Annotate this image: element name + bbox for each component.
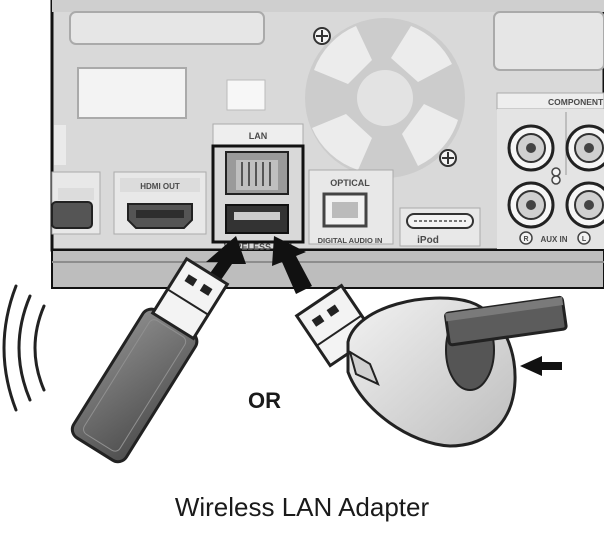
component-aux-jacks: COMPONENT R AUX IN L bbox=[496, 92, 604, 249]
slide-in-arrow bbox=[520, 356, 562, 376]
aux-in-label: AUX IN bbox=[540, 235, 567, 244]
diagram-caption: Wireless LAN Adapter bbox=[174, 492, 430, 522]
aux-l-marker bbox=[577, 231, 591, 245]
lan-port-group: LAN WIRELESS LAN bbox=[211, 123, 305, 252]
fan-screw-bottom bbox=[439, 149, 457, 167]
optical-port-group: OPTICAL DIGITAL AUDIO IN bbox=[308, 169, 394, 245]
wireless-signal-icon bbox=[2, 284, 46, 412]
cooling-fan bbox=[305, 18, 465, 178]
aux-l-label: L bbox=[582, 236, 587, 243]
insert-arrow-right bbox=[272, 236, 312, 294]
rca-jack bbox=[507, 124, 555, 172]
optical-label: OPTICAL bbox=[330, 178, 370, 188]
usb-adapter-cradle bbox=[294, 283, 568, 448]
aux-r-label: R bbox=[523, 236, 528, 243]
aux-r-marker bbox=[519, 231, 533, 245]
fan-screw-top bbox=[313, 27, 331, 45]
lan-label: LAN bbox=[249, 131, 268, 141]
hdmi-out-label: HDMI OUT bbox=[140, 182, 180, 191]
rca-jack bbox=[507, 181, 555, 229]
or-label: OR bbox=[248, 388, 281, 413]
ipod-port-group: iPod bbox=[399, 207, 481, 247]
digital-audio-in-label: DIGITAL AUDIO IN bbox=[318, 236, 383, 245]
hdmi-ports: HDMI OUT bbox=[51, 171, 207, 235]
usb-wireless-dongle bbox=[70, 256, 230, 464]
rca-jack bbox=[565, 181, 604, 229]
ipod-label: iPod bbox=[417, 235, 439, 246]
component-label: COMPONENT bbox=[548, 97, 604, 107]
rca-jack bbox=[565, 124, 604, 172]
wireless-lan-label: WIRELESS LAN bbox=[224, 242, 292, 252]
